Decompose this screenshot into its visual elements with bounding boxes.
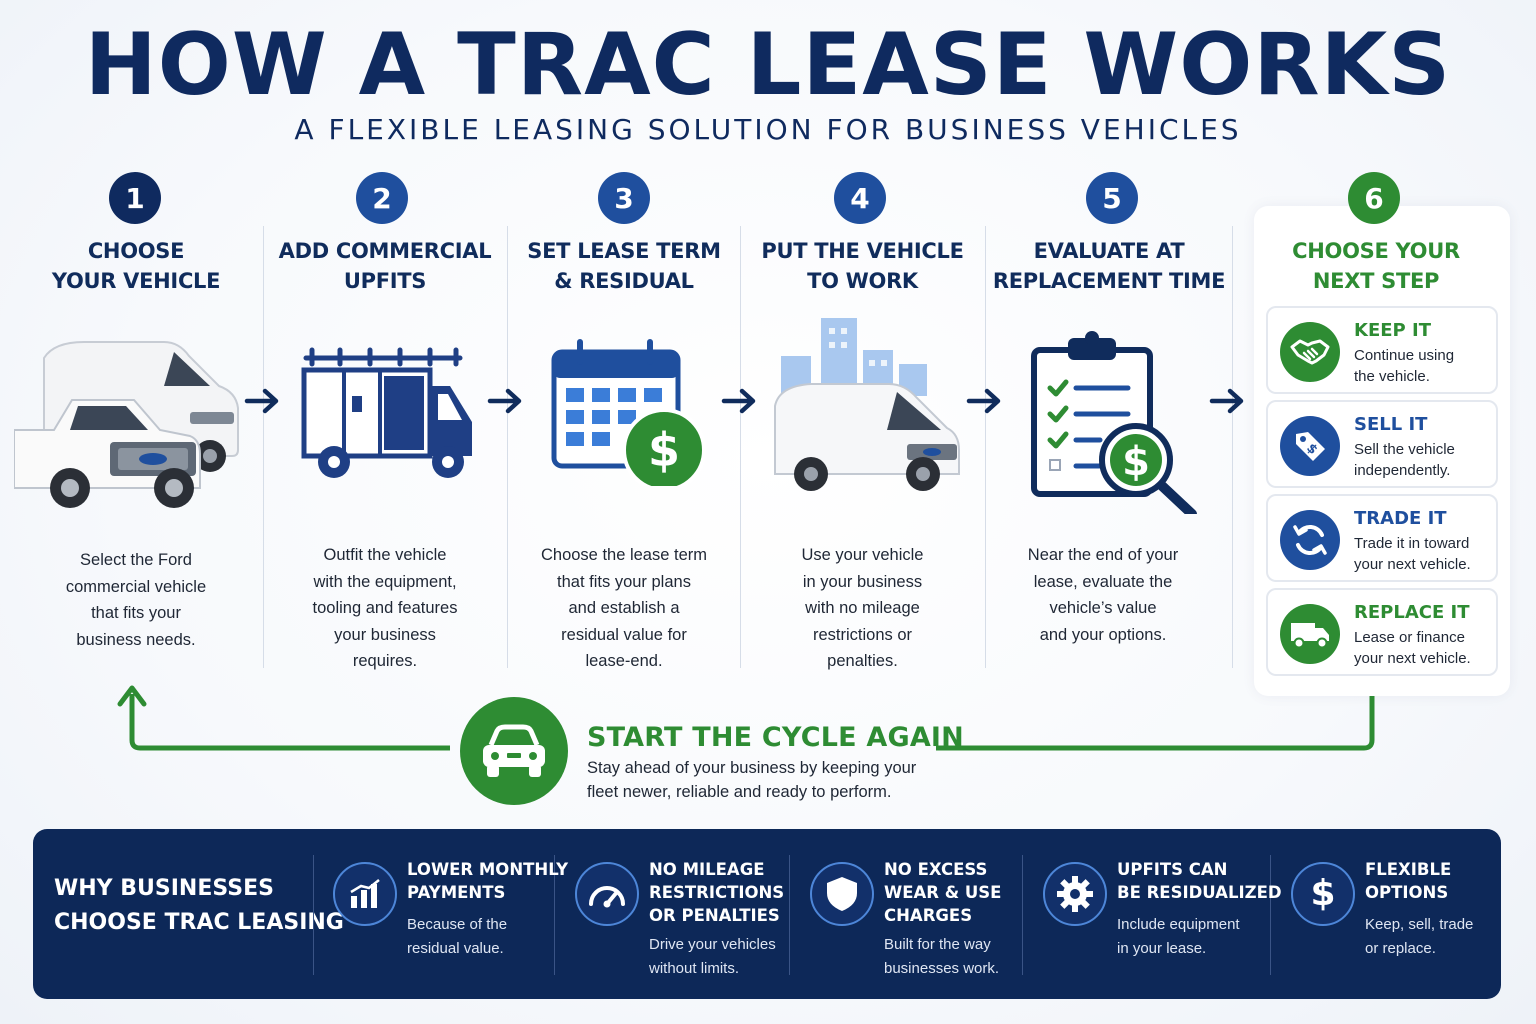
benefit-title: FLEXIBLE OPTIONS	[1365, 860, 1452, 902]
step-number: 4	[834, 172, 886, 224]
step-title: SET LEASE TERM & RESIDUAL	[527, 239, 721, 293]
benefit-title: UPFITS CAN BE RESIDUALIZED	[1117, 860, 1282, 902]
column-divider	[1232, 226, 1233, 668]
benefit-divider	[554, 855, 555, 975]
option-sell-it[interactable]: $ SELL IT Sell the vehicle independently…	[1266, 400, 1498, 488]
arrow-right-icon	[244, 388, 279, 414]
benefit-divider	[313, 855, 314, 975]
step-description: Use your vehicle in your business with n…	[801, 546, 924, 670]
step-description: Outfit the vehicle with the equipment, t…	[312, 546, 458, 670]
step-title: PUT THE VEHICLE TO WORK	[761, 239, 964, 293]
benefit-description: Keep, sell, trade or replace.	[1365, 916, 1474, 957]
step-number: 2	[356, 172, 408, 224]
page-subtitle: A FLEXIBLE LEASING SOLUTION FOR BUSINESS…	[294, 113, 1242, 146]
step-number: 6	[1348, 172, 1400, 224]
option-description: Trade it in toward your next vehicle.	[1354, 535, 1471, 573]
step-3: 3 SET LEASE TERM & RESIDUAL $ Choose the…	[508, 170, 740, 680]
benefit-divider	[789, 855, 790, 975]
option-trade-it[interactable]: TRADE IT Trade it in toward your next ve…	[1266, 494, 1498, 582]
benefit-divider	[1022, 855, 1023, 975]
option-description: Sell the vehicle independently.	[1354, 441, 1455, 479]
refresh-icon	[1280, 510, 1340, 570]
cycle-title: START THE CYCLE AGAIN	[587, 722, 964, 753]
option-keep-it[interactable]: KEEP IT Continue using the vehicle.	[1266, 306, 1498, 394]
page-title: HOW A TRAC LEASE WORKS	[84, 15, 1452, 115]
benefit-description: Drive your vehicles without limits.	[649, 936, 776, 977]
why-title: WHY BUSINESSES CHOOSE TRAC LEASING	[54, 876, 344, 935]
step-description: Near the end of your lease, evaluate the…	[1027, 546, 1179, 644]
column-divider	[985, 226, 986, 668]
arrow-right-icon	[1209, 388, 1244, 414]
delivery-truck-icon	[1280, 604, 1340, 664]
step-4: 4 PUT THE VEHICLE TO WORK Use your vehic…	[741, 170, 984, 680]
option-title: TRADE IT	[1354, 508, 1447, 529]
benefit-description: Built for the way businesses work.	[884, 936, 1000, 977]
column-divider	[740, 226, 741, 668]
step-number: 3	[598, 172, 650, 224]
option-title: SELL IT	[1354, 414, 1428, 435]
step-1: 1 CHOOSE YOUR VEHICLE Select the Ford co…	[10, 170, 262, 680]
speedometer-icon	[575, 862, 639, 926]
step-title: EVALUATE AT REPLACEMENT TIME	[992, 239, 1226, 293]
svg-text:$: $	[648, 423, 680, 477]
why-trac-bar	[33, 829, 1501, 999]
svg-text:$: $	[1122, 439, 1150, 485]
clipboard-magnifier-icon: $	[1031, 331, 1197, 514]
column-divider	[507, 226, 508, 668]
step-title: ADD COMMERCIAL UPFITS	[278, 239, 492, 293]
calendar-dollar-icon: $	[551, 339, 706, 486]
bar-chart-icon	[333, 862, 397, 926]
step-title: CHOOSE YOUR NEXT STEP	[1292, 239, 1460, 293]
benefit-title: NO MILEAGE RESTRICTIONS OR PENALTIES	[649, 860, 785, 925]
arrow-right-icon	[966, 388, 1001, 414]
cycle-description: Stay ahead of your business by keeping y…	[587, 759, 917, 801]
benefit-title: LOWER MONTHLY PAYMENTS	[407, 860, 569, 902]
step-number: 5	[1086, 172, 1138, 224]
option-description: Continue using the vehicle.	[1354, 347, 1455, 385]
shield-icon	[810, 862, 874, 926]
gear-icon	[1043, 862, 1107, 926]
benefit-description: Because of the residual value.	[407, 916, 508, 957]
benefit-description: Include equipment in your lease.	[1117, 916, 1240, 957]
step-description: Choose the lease term that fits your pla…	[540, 546, 707, 670]
dollar-icon: $	[1291, 862, 1355, 926]
vans-and-truck-icon	[14, 341, 239, 508]
cycle-arrow-left	[117, 685, 450, 751]
arrow-right-icon	[721, 388, 756, 414]
benefit-title: NO EXCESS WEAR & USE CHARGES	[884, 860, 1002, 925]
van-city-icon	[774, 318, 960, 491]
column-divider	[263, 226, 264, 668]
handshake-icon	[1280, 322, 1340, 382]
benefit-divider	[1270, 855, 1271, 975]
car-icon	[460, 697, 568, 805]
step-5: 5 EVALUATE AT REPLACEMENT TIME $ Near th…	[986, 170, 1232, 680]
step-6: 6 CHOOSE YOUR NEXT STEP	[1254, 170, 1498, 680]
step-number: 1	[109, 172, 161, 224]
price-tag-icon: $	[1280, 416, 1340, 476]
option-title: REPLACE IT	[1354, 602, 1470, 623]
step-description: Select the Ford commercial vehicle that …	[65, 551, 207, 649]
option-replace-it[interactable]: REPLACE IT Lease or finance your next ve…	[1266, 588, 1498, 676]
cycle-arrow-right	[936, 696, 1375, 751]
step-2: 2 ADD COMMERCIAL UPFITS Outfit the vehic…	[264, 170, 506, 680]
option-title: KEEP IT	[1354, 320, 1431, 341]
utility-truck-icon	[301, 347, 472, 478]
option-description: Lease or finance your next vehicle.	[1354, 629, 1471, 667]
arrow-right-icon	[487, 388, 522, 414]
step-title: CHOOSE YOUR VEHICLE	[51, 239, 221, 293]
